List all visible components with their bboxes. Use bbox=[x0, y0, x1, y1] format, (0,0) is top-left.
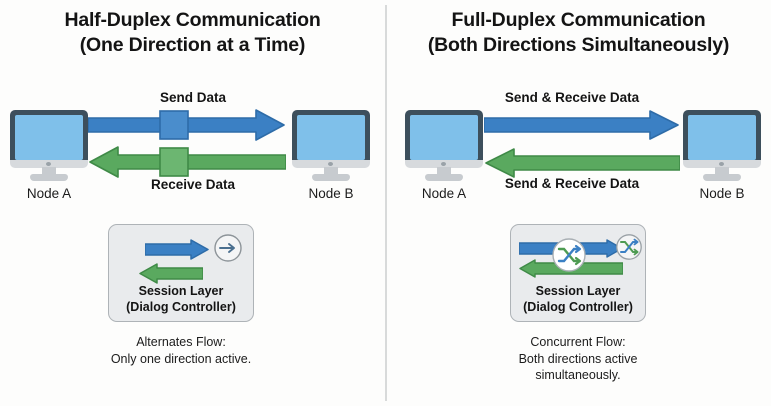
right-node-a-label: Node A bbox=[421, 186, 467, 201]
circled-right-arrow-icon bbox=[213, 233, 243, 263]
circled-shuffle-icon bbox=[615, 233, 643, 261]
left-top-flow-label: Send Data bbox=[159, 90, 227, 105]
right-session-box-text: Session Layer (Dialog Controller) bbox=[511, 283, 645, 315]
monitor-logo-dot-icon bbox=[441, 162, 446, 166]
left-title-line1: Half-Duplex Communication bbox=[64, 9, 321, 31]
left-session-box-text: Session Layer (Dialog Controller) bbox=[109, 283, 253, 315]
right-node-a-monitor-icon bbox=[405, 110, 483, 182]
left-bottom-flow-label: Receive Data bbox=[150, 177, 236, 192]
left-panel-title: Half-Duplex Communication (One Direction… bbox=[0, 8, 385, 58]
left-session-line2: (Dialog Controller) bbox=[126, 300, 236, 314]
left-node-b-label: Node B bbox=[308, 186, 354, 201]
right-node-b-label: Node B bbox=[699, 186, 745, 201]
right-bottom-flow-label: Send & Receive Data bbox=[504, 176, 640, 191]
left-node-a-monitor-icon bbox=[10, 110, 88, 182]
right-caption-line3: simultaneously. bbox=[535, 368, 621, 382]
right-node-b-monitor-icon bbox=[683, 110, 761, 182]
left-session-layer-box[interactable]: Session Layer (Dialog Controller) bbox=[108, 224, 254, 322]
left-box-blue-right-arrow-icon bbox=[145, 239, 209, 260]
monitor-screen bbox=[297, 115, 365, 160]
right-panel-caption: Concurrent Flow: Both directions active … bbox=[428, 334, 728, 384]
right-send-receive-green-arrow-icon bbox=[484, 148, 680, 178]
left-session-line1: Session Layer bbox=[138, 284, 224, 298]
right-send-receive-blue-arrow-icon bbox=[484, 110, 680, 140]
right-title-line1: Full-Duplex Communication bbox=[451, 9, 706, 31]
shuffle-icon bbox=[551, 237, 587, 273]
monitor-neck bbox=[324, 167, 338, 175]
right-top-flow-label: Send & Receive Data bbox=[504, 90, 640, 105]
monitor-screen bbox=[688, 115, 756, 160]
right-session-line1: Session Layer bbox=[535, 284, 621, 298]
monitor-base bbox=[312, 174, 350, 181]
right-title-line2: (Both Directions Simultaneously) bbox=[427, 34, 730, 56]
right-caption-line2: Both directions active bbox=[518, 351, 638, 366]
half-duplex-panel: Half-Duplex Communication (One Direction… bbox=[0, 0, 385, 406]
right-panel-title: Full-Duplex Communication (Both Directio… bbox=[386, 8, 771, 58]
monitor-base bbox=[703, 174, 741, 181]
monitor-neck bbox=[437, 167, 451, 175]
left-caption-line2: Only one direction active. bbox=[110, 351, 252, 366]
left-caption-line1: Alternates Flow: bbox=[136, 335, 226, 349]
left-node-b-monitor-icon bbox=[292, 110, 370, 182]
left-box-green-left-arrow-icon bbox=[139, 263, 203, 284]
left-receive-data-arrow-icon bbox=[88, 146, 286, 178]
left-panel-caption: Alternates Flow: Only one direction acti… bbox=[31, 334, 331, 367]
monitor-base bbox=[30, 174, 68, 181]
monitor-neck bbox=[42, 167, 56, 175]
left-title-line2: (One Direction at a Time) bbox=[79, 34, 306, 56]
panel-divider bbox=[385, 5, 387, 401]
monitor-screen bbox=[15, 115, 83, 160]
monitor-logo-dot-icon bbox=[46, 162, 51, 166]
left-send-data-arrow-icon bbox=[88, 108, 286, 142]
monitor-neck bbox=[715, 167, 729, 175]
full-duplex-panel: Full-Duplex Communication (Both Directio… bbox=[386, 0, 771, 406]
right-session-line2: (Dialog Controller) bbox=[523, 300, 633, 314]
right-session-layer-box[interactable]: Session Layer (Dialog Controller) bbox=[510, 224, 646, 322]
right-caption-line1: Concurrent Flow: bbox=[530, 335, 626, 349]
monitor-screen bbox=[410, 115, 478, 160]
monitor-base bbox=[425, 174, 463, 181]
monitor-logo-dot-icon bbox=[328, 162, 333, 166]
left-node-a-label: Node A bbox=[26, 186, 72, 201]
monitor-logo-dot-icon bbox=[719, 162, 724, 166]
